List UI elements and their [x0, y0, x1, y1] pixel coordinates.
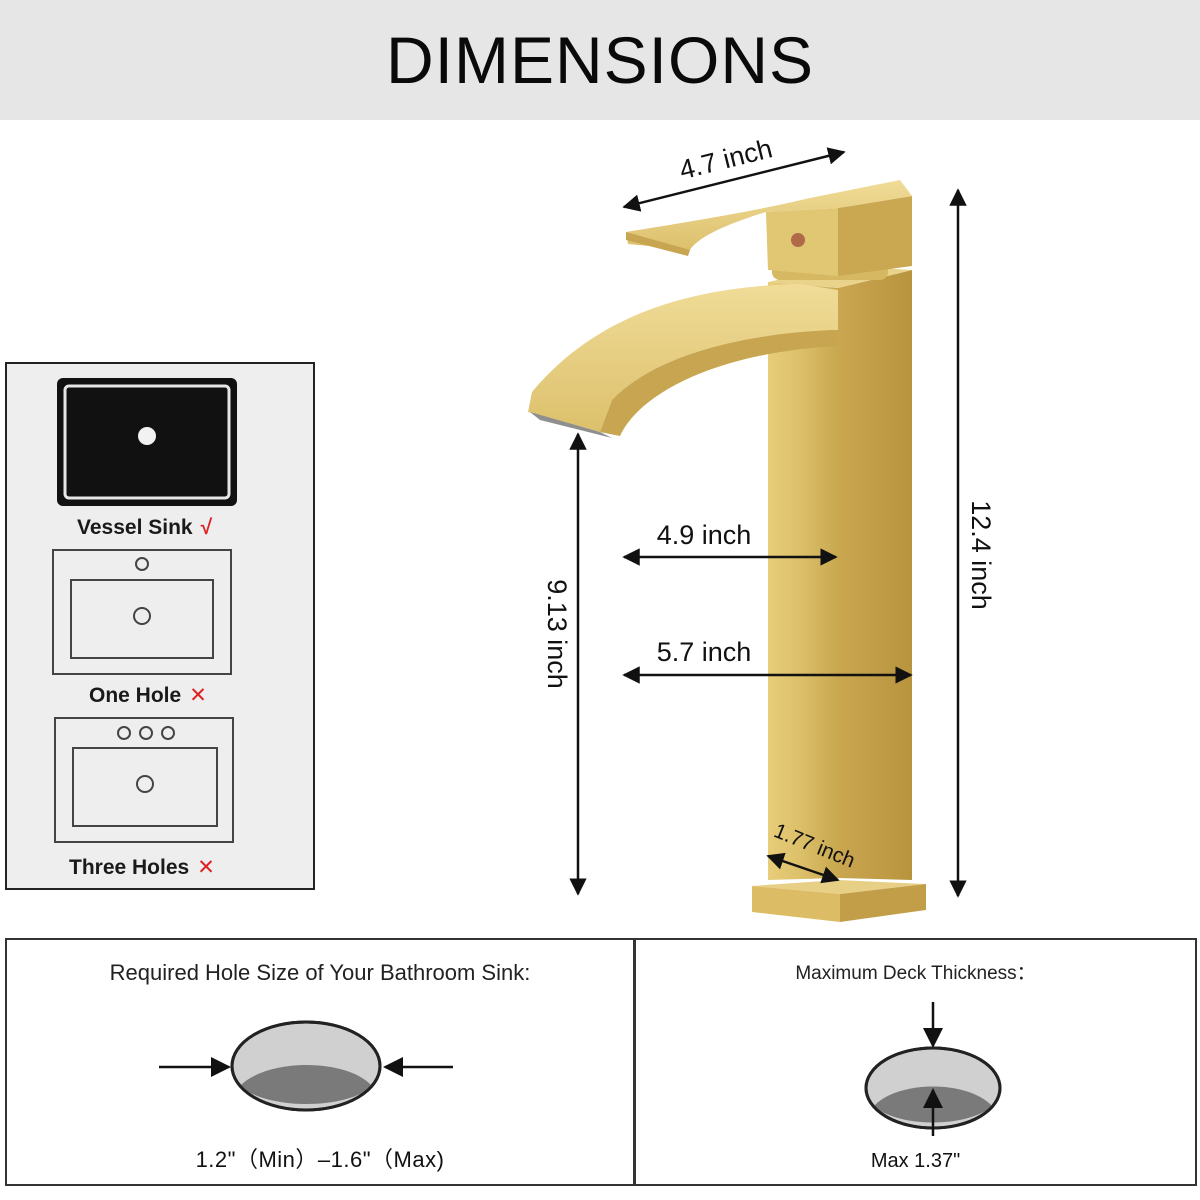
faucet-body-front: [768, 282, 838, 880]
one-hole-sink-icon: [52, 549, 232, 675]
faucet-base-front: [752, 886, 840, 922]
faucet-spout: [528, 284, 838, 432]
base-width-arrow: [766, 852, 840, 884]
sink-label-three-holes: Three Holes✕: [69, 856, 215, 879]
hole-size-diagram: [159, 1020, 453, 1112]
hole-size-value: 1.2"（Min）–1.6"（Max): [195, 1147, 445, 1172]
handle-screw: [791, 233, 805, 247]
sink-label-vessel: Vessel Sink√: [77, 516, 213, 539]
faucet-spout-underside: [600, 330, 838, 436]
faucet-diagram: 4.7 inch 12.4 inch 9.13 inch 4.9 inch 5.…: [528, 133, 996, 922]
vessel-sink-icon: [52, 378, 237, 843]
sink-label-one-hole: One Hole✕: [89, 684, 207, 707]
sink-type-panel: Vessel Sink√ One Hole✕ Three Holes✕: [5, 362, 315, 890]
page-title: DIMENSIONS: [385, 23, 815, 97]
deck-thickness-diagram: [864, 1002, 1002, 1136]
three-holes-sink-icon: [54, 717, 234, 843]
handle-lever-edge: [626, 232, 690, 256]
cross-icon: ✕: [189, 684, 207, 707]
deck-thickness-title: Maximum Deck Thickness：: [795, 963, 1036, 984]
hole-size-title: Required Hole Size of Your Bathroom Sink…: [109, 960, 531, 985]
check-icon: √: [200, 516, 213, 539]
spout-height-label: 9.13 inch: [542, 579, 572, 689]
header-banner: DIMENSIONS: [0, 0, 1200, 120]
deck-thickness-panel: Maximum Deck Thickness： Max 1.37": [634, 938, 1197, 1186]
faucet-spout-outlet: [530, 412, 612, 438]
faucet-body-side: [838, 270, 912, 880]
faucet-base-top: [752, 880, 926, 894]
spout-total-reach-label: 5.7 inch: [657, 637, 752, 667]
spout-reach-label: 4.9 inch: [657, 520, 752, 550]
faucet-base-side: [840, 884, 926, 922]
cross-icon: ✕: [197, 856, 215, 879]
handle-block-side: [838, 196, 912, 276]
hole-size-panel: Required Hole Size of Your Bathroom Sink…: [5, 938, 635, 1186]
handle-length-label: 4.7 inch: [676, 133, 775, 185]
total-height-label: 12.4 inch: [966, 500, 996, 610]
deck-thickness-value: Max 1.37": [870, 1150, 961, 1172]
handle-length-arrow: [622, 147, 846, 212]
